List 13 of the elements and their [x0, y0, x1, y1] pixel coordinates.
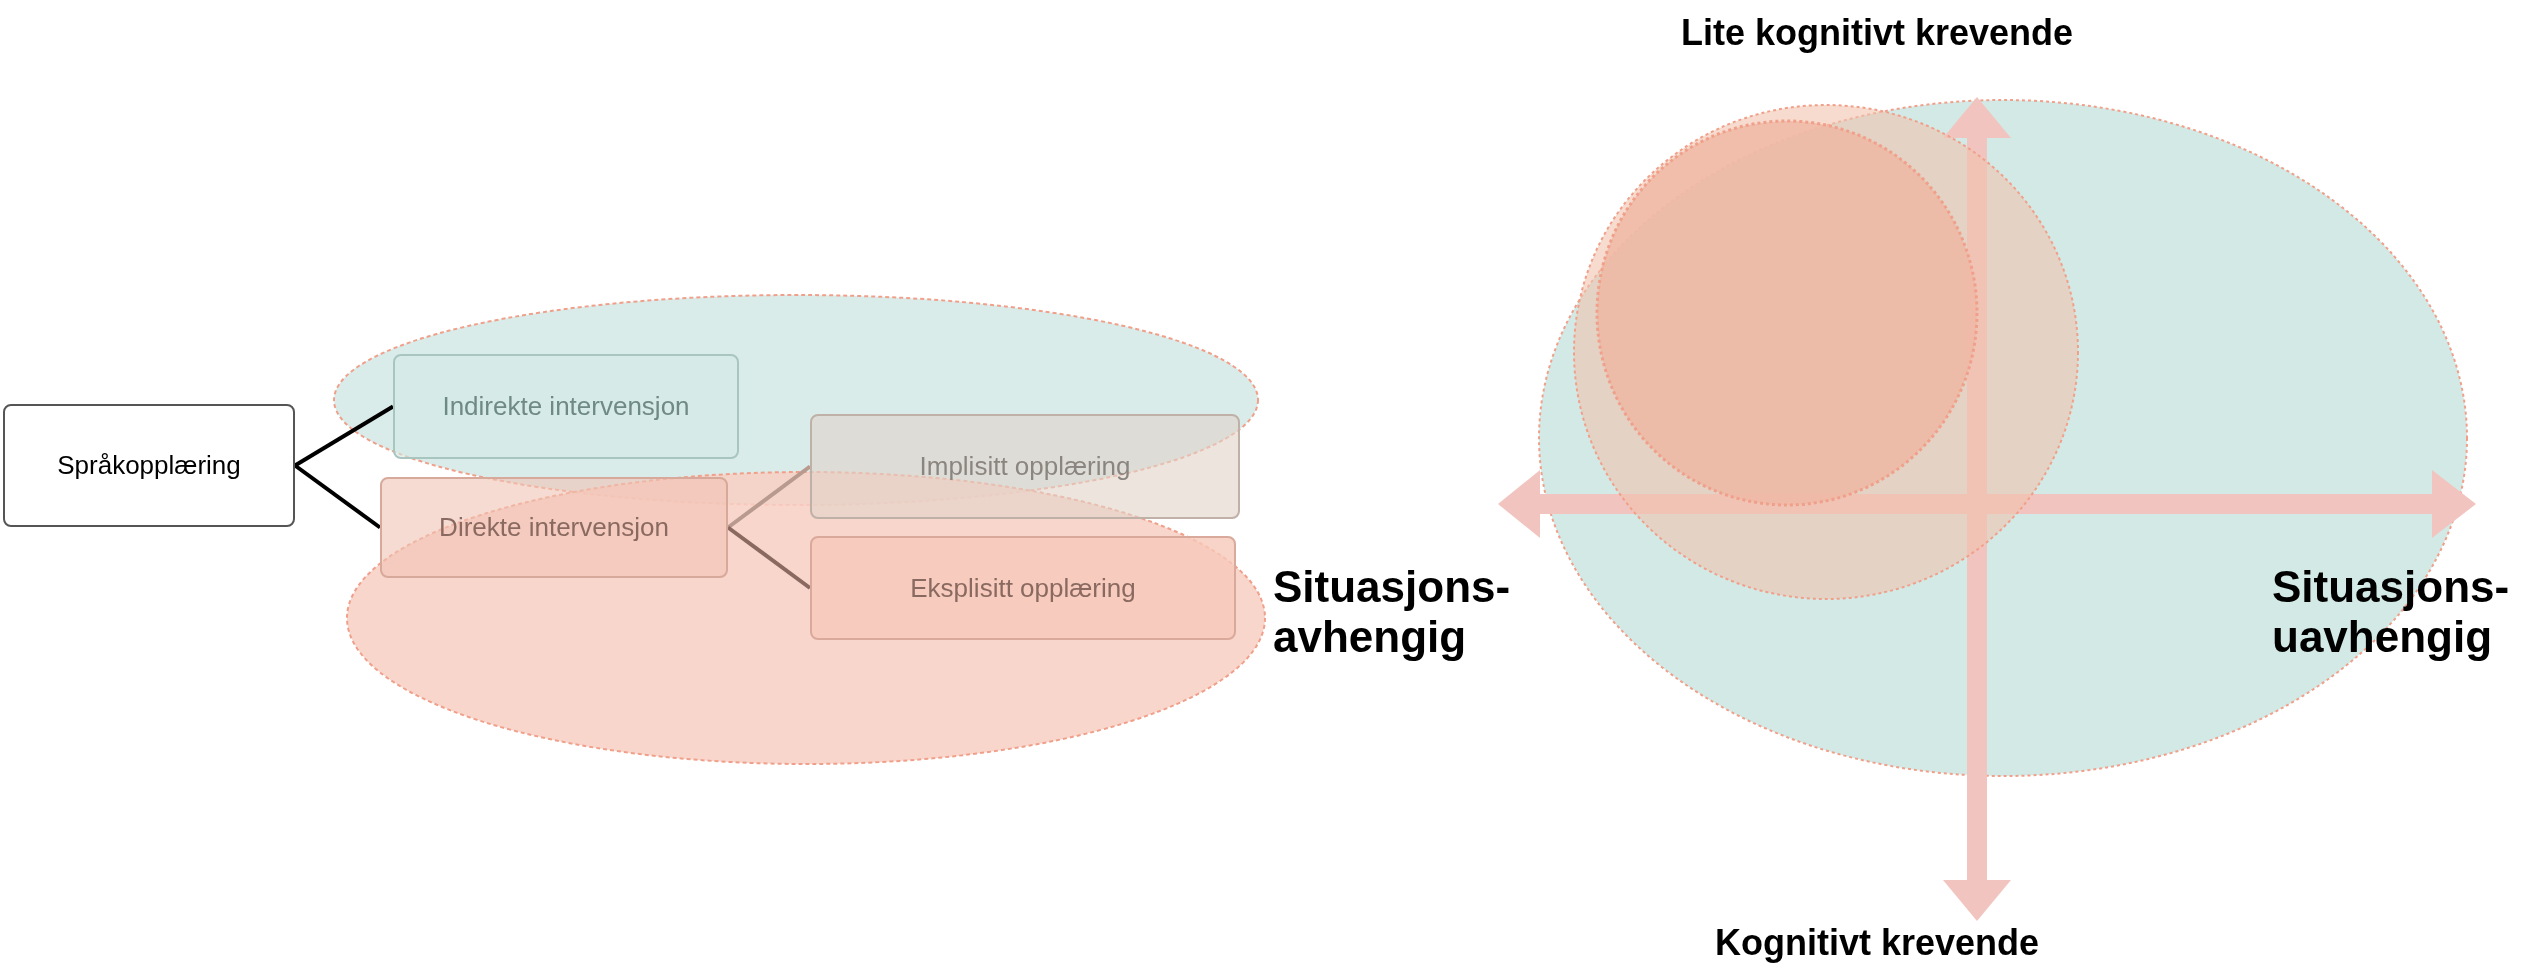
axis-label: Situasjons-uavhengig	[2272, 562, 2511, 662]
process-box: Språkopplæring	[3, 404, 295, 527]
connector-line	[293, 463, 382, 530]
process-box: Indirekte intervensjon	[393, 354, 739, 459]
axis-label: Situasjons-avhengig	[1273, 562, 1512, 662]
connector-line	[726, 525, 812, 590]
axis-label: Lite kognitivt krevende	[1679, 12, 2075, 54]
connector-line	[293, 404, 395, 468]
axis-label: Kognitivt krevende	[1713, 922, 2041, 964]
connector-line	[726, 464, 812, 530]
process-box: Direkte intervensjon	[380, 477, 728, 578]
process-box: Implisitt opplæring	[810, 414, 1240, 519]
process-box: Eksplisitt opplæring	[810, 536, 1236, 640]
